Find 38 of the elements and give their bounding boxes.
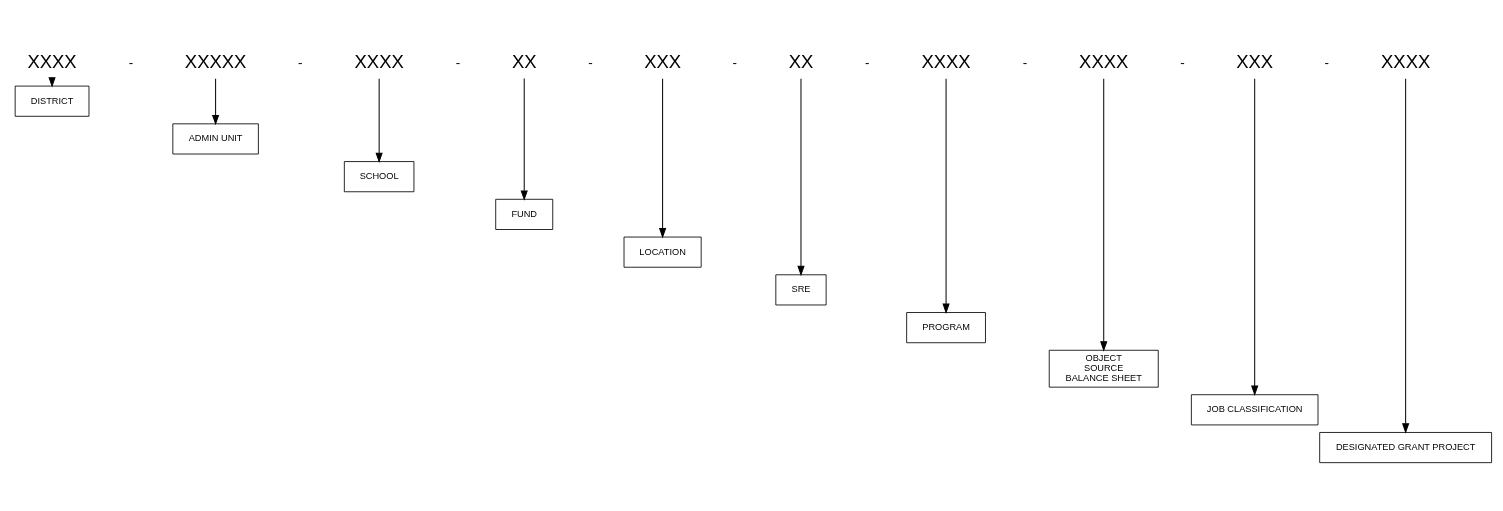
node-text: XXXX	[27, 51, 77, 73]
node-text: XXXX	[1079, 51, 1129, 73]
node-box: FUND	[495, 198, 554, 230]
node-text: XX	[788, 51, 814, 73]
node-box: ADMIN UNIT	[172, 123, 259, 155]
arrow	[211, 78, 220, 126]
arrow	[1100, 78, 1108, 352]
node-text: XXX	[644, 51, 682, 73]
arrow	[797, 78, 805, 277]
label: -	[865, 54, 870, 70]
node-box: SRE	[775, 274, 827, 306]
node-text: XXXXX	[184, 51, 247, 73]
label: -	[1324, 54, 1330, 70]
label: -	[588, 54, 593, 70]
node-box: OBJECT SOURCE BALANCE SHEET	[1048, 349, 1159, 388]
node-text: XXXX	[1381, 51, 1431, 73]
arrow	[1402, 78, 1410, 434]
node-box: DESIGNATED GRANT PROJECT	[1319, 432, 1492, 464]
arrow	[942, 78, 950, 314]
arrow	[658, 78, 667, 239]
node-text: XXXX	[354, 51, 404, 73]
label: -	[128, 54, 134, 70]
node-text: XXX	[1236, 51, 1274, 73]
node-box: LOCATION	[623, 236, 702, 268]
arrow	[520, 78, 528, 201]
node-text: XXXX	[921, 51, 971, 73]
label: -	[732, 54, 737, 70]
arrow	[1251, 78, 1259, 396]
arrow	[375, 78, 383, 164]
node-text: XX	[511, 51, 537, 73]
label: -	[1022, 54, 1028, 70]
node-box: DISTRICT	[14, 85, 90, 117]
node-box: SCHOOL	[343, 161, 415, 193]
label: -	[1180, 54, 1185, 70]
node-box: PROGRAM	[906, 312, 986, 344]
label: -	[298, 54, 303, 70]
node-box: JOB CLASSIFICATION	[1190, 394, 1319, 426]
label: -	[455, 54, 461, 70]
